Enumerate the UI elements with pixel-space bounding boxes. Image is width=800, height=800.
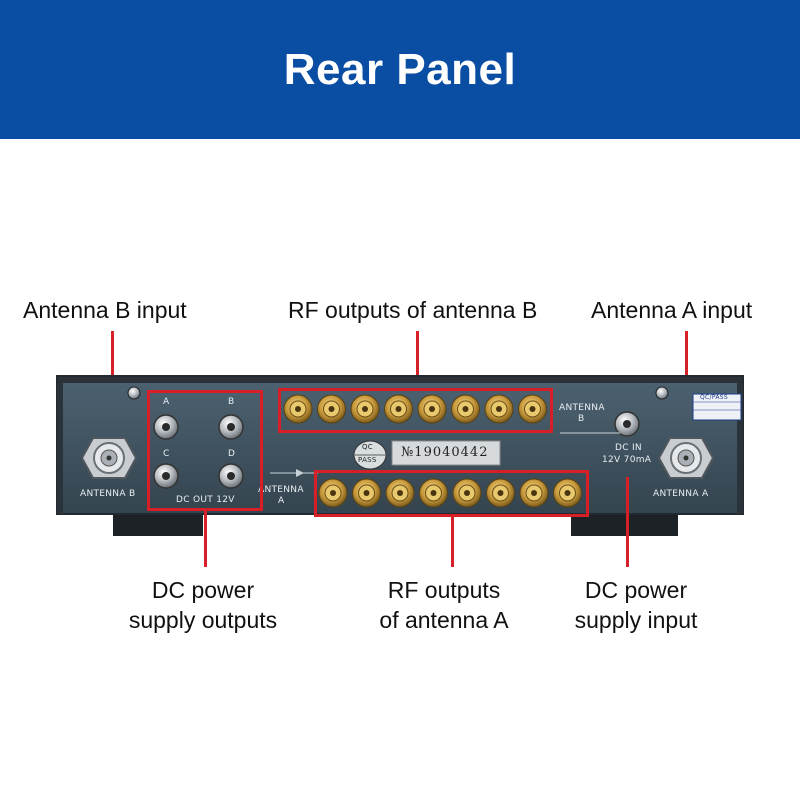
rf-connector-b-5 (417, 394, 447, 424)
row-a-label-line2: A (278, 496, 285, 506)
antenna-a-panel-label: ANTENNA A (653, 489, 709, 499)
leader-rf-outputs-b (416, 331, 419, 389)
rf-connector-b-7 (484, 394, 514, 424)
side-edge-left (57, 383, 63, 514)
callout-rf-outputs-b: RF outputs of antenna B (288, 297, 538, 323)
serial-plate (391, 440, 501, 466)
callout-dc-outputs-line1: DC power (151, 577, 255, 603)
qc-sticker (692, 393, 742, 421)
dc-out-port-d (218, 463, 244, 489)
highlight-rf-outputs-a (314, 470, 589, 517)
qc-stamp-line1: QC (362, 443, 373, 451)
rf-connector-b-1 (283, 394, 313, 424)
rf-connector-row-b (283, 394, 547, 424)
callout-rf-outputs-a-line1: RF outputs (387, 577, 501, 603)
rf-connector-b-2 (317, 394, 346, 424)
leader-rf-outputs-a (451, 517, 454, 567)
row-b-label-line2: B (578, 414, 585, 424)
dc-port-label-b: B (228, 397, 235, 407)
dc-out-port-a (153, 414, 179, 440)
antenna-b-connector (80, 437, 138, 479)
rf-connector-row-a (318, 478, 582, 508)
dc-port-label-a: A (163, 397, 170, 407)
chassis-top-edge (57, 376, 743, 384)
callout-antenna-b-input: Antenna B input (23, 297, 187, 323)
leader-dc-outputs (204, 511, 207, 567)
leader-antenna-b-input (111, 331, 114, 417)
rf-connector-a-8 (553, 478, 582, 508)
screw-right (655, 386, 669, 400)
dc-out-label: DC OUT 12V (176, 495, 235, 505)
qc-pass-stamp (353, 440, 387, 470)
rf-connector-a-6 (486, 478, 515, 508)
row-a-arrow (296, 469, 304, 477)
rf-connector-a-3 (385, 478, 415, 508)
row-b-label-line1: ANTENNA (559, 403, 605, 413)
dc-port-label-d: D (228, 449, 236, 459)
antenna-a-connector (657, 437, 715, 479)
dc-in-label-line2: 12V 70mA (602, 455, 652, 465)
highlight-dc-outputs (147, 390, 263, 511)
qc-sticker-label: QC/PASS (700, 394, 728, 401)
dc-out-port-c (153, 463, 179, 489)
rf-connector-a-4 (419, 478, 448, 508)
qc-stamp-line2: PASS (358, 456, 377, 464)
rf-connector-a-5 (452, 478, 482, 508)
callout-rf-outputs-a: RF outputs of antenna A (344, 575, 544, 635)
antenna-b-panel-label: ANTENNA B (80, 489, 136, 499)
header-banner: Rear Panel (0, 0, 800, 139)
leader-dc-input (626, 477, 629, 567)
rf-connector-b-3 (350, 394, 380, 424)
serial-number: №19040442 (401, 445, 489, 460)
row-a-label-line1: ANTENNA (258, 485, 304, 495)
rf-connector-a-1 (318, 478, 348, 508)
screw-left (127, 386, 141, 400)
rf-connector-b-6 (451, 394, 480, 424)
callout-dc-outputs: DC power supply outputs (103, 575, 303, 635)
leader-antenna-a-input (685, 331, 688, 417)
rf-connector-b-4 (384, 394, 413, 424)
rf-connector-a-7 (519, 478, 549, 508)
rf-connector-b-8 (518, 394, 547, 424)
callout-rf-outputs-a-line2: of antenna A (379, 607, 509, 633)
highlight-rf-outputs-b (278, 388, 553, 433)
dc-in-port (614, 411, 640, 437)
dc-port-label-c: C (163, 449, 170, 459)
side-edge-right (737, 383, 743, 514)
dc-in-label-line1: DC IN (615, 443, 642, 453)
callout-dc-outputs-line2: supply outputs (128, 607, 278, 633)
callout-dc-input-line1: DC power (584, 577, 688, 603)
callout-dc-input: DC power supply input (536, 575, 736, 635)
dc-out-port-b (218, 414, 244, 440)
callout-antenna-a-input: Antenna A input (591, 297, 753, 323)
page-title: Rear Panel (283, 44, 517, 94)
rf-connector-a-2 (352, 478, 381, 508)
callout-dc-input-line2: supply input (574, 607, 698, 633)
